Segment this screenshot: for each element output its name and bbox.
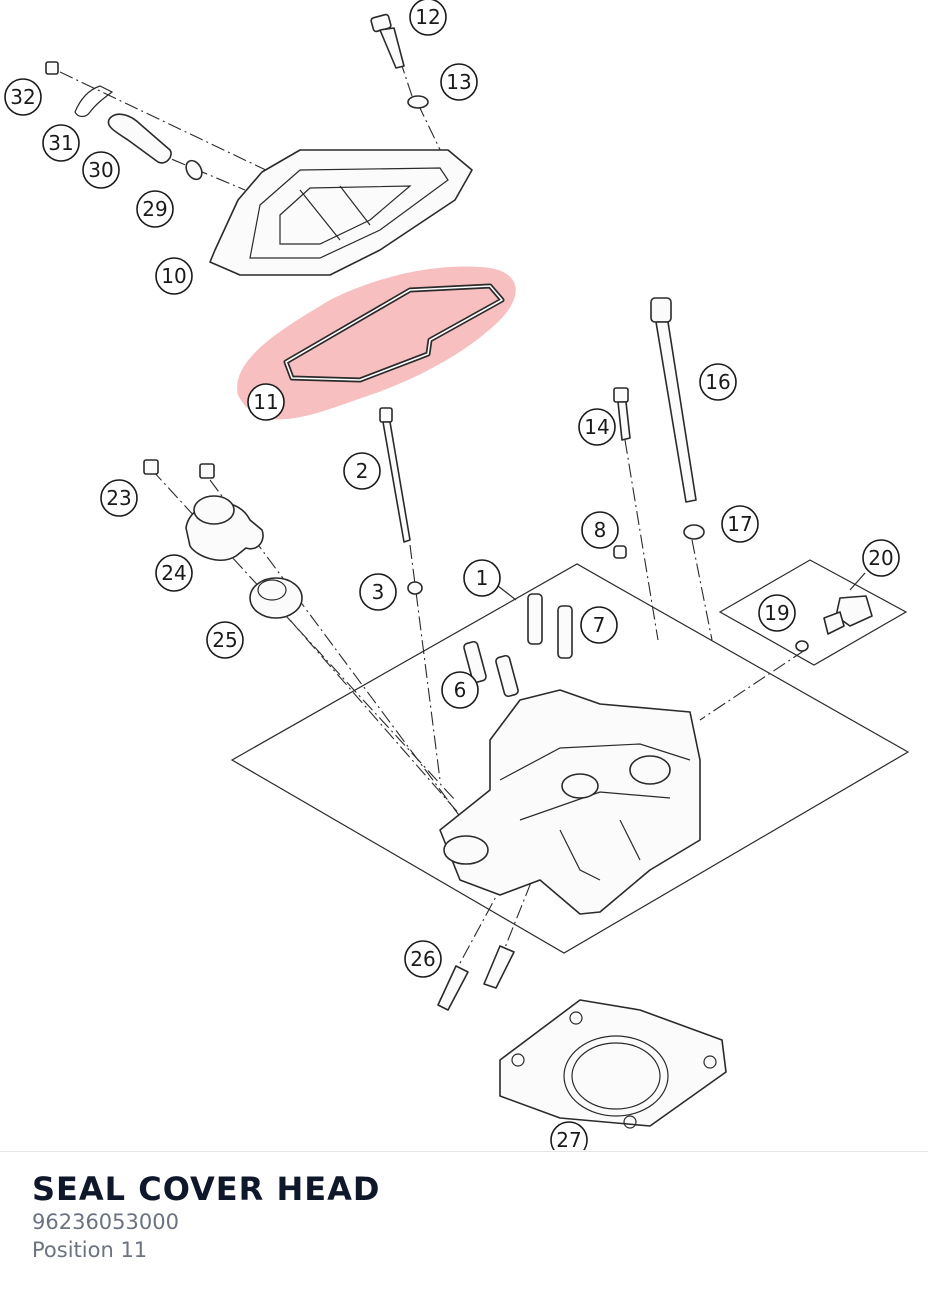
cylinder-head-frame bbox=[230, 563, 910, 954]
callout-11-label: 11 bbox=[253, 390, 278, 414]
valve-cover-10[interactable] bbox=[209, 149, 473, 276]
callout-29[interactable]: 29 bbox=[136, 190, 174, 228]
seal-cover-head-11[interactable] bbox=[283, 283, 505, 383]
callout-6-label: 6 bbox=[454, 678, 467, 702]
selected-part-highlight bbox=[237, 266, 516, 420]
callout-32-label: 32 bbox=[10, 85, 35, 109]
callout-19[interactable]: 19 bbox=[758, 594, 796, 632]
callout-7[interactable]: 7 bbox=[580, 606, 618, 644]
callout-16-label: 16 bbox=[705, 370, 730, 394]
pin-8[interactable] bbox=[613, 545, 627, 559]
thermostat-25[interactable] bbox=[249, 577, 303, 619]
washer-3[interactable] bbox=[407, 581, 423, 595]
callout-23[interactable]: 23 bbox=[100, 479, 138, 517]
bolt-2[interactable] bbox=[379, 407, 411, 543]
callout-32[interactable]: 32 bbox=[4, 78, 42, 116]
part-position: Position 11 bbox=[32, 1238, 148, 1262]
callout-24-label: 24 bbox=[161, 561, 186, 585]
callout-26[interactable]: 26 bbox=[404, 940, 442, 978]
callout-31[interactable]: 31 bbox=[42, 124, 80, 162]
footer-divider bbox=[0, 1151, 928, 1152]
callout-26-label: 26 bbox=[410, 947, 435, 971]
bolt-14[interactable] bbox=[613, 387, 631, 441]
valve-guides-7[interactable] bbox=[527, 593, 573, 659]
callout-1[interactable]: 1 bbox=[463, 559, 501, 597]
head-gasket-27[interactable] bbox=[499, 999, 727, 1129]
callout-14[interactable]: 14 bbox=[578, 408, 616, 446]
part-title: SEAL COVER HEAD bbox=[32, 1170, 381, 1208]
callout-10[interactable]: 10 bbox=[155, 257, 193, 295]
bolt-bracket-32[interactable] bbox=[45, 61, 114, 118]
callout-20-label: 20 bbox=[868, 546, 893, 570]
callout-16[interactable]: 16 bbox=[699, 363, 737, 401]
sensor-frame bbox=[718, 559, 908, 666]
callout-8[interactable]: 8 bbox=[581, 511, 619, 549]
callout-13[interactable]: 13 bbox=[440, 63, 478, 101]
callout-12[interactable]: 12 bbox=[409, 0, 447, 36]
callout-10-label: 10 bbox=[161, 264, 186, 288]
bolt-16[interactable] bbox=[650, 297, 697, 503]
callout-25-label: 25 bbox=[212, 628, 237, 652]
callout-leaders bbox=[497, 572, 866, 601]
callout-19-label: 19 bbox=[764, 601, 789, 625]
callout-1-label: 1 bbox=[476, 566, 489, 590]
breather-fitting-30-31[interactable] bbox=[107, 113, 205, 182]
part-info-panel bbox=[0, 1152, 928, 1290]
callout-3[interactable]: 3 bbox=[359, 573, 397, 611]
callout-7-label: 7 bbox=[593, 613, 606, 637]
callout-29-label: 29 bbox=[142, 197, 167, 221]
bolt-12[interactable] bbox=[370, 13, 405, 69]
callout-6[interactable]: 6 bbox=[441, 671, 479, 709]
callout-17-label: 17 bbox=[727, 512, 752, 536]
exploded-parts-diagram[interactable]: 12 13 32 31 30 29 10 11 16 14 2 23 17 8 … bbox=[0, 0, 928, 1150]
callout-27-label: 27 bbox=[556, 1128, 581, 1150]
callout-20[interactable]: 20 bbox=[862, 539, 900, 577]
callout-11[interactable]: 11 bbox=[247, 383, 285, 421]
valve-guides-6[interactable] bbox=[463, 640, 519, 698]
callout-23-label: 23 bbox=[106, 486, 131, 510]
dowel-pins-26[interactable] bbox=[437, 945, 515, 1011]
callout-24[interactable]: 24 bbox=[155, 554, 193, 592]
callout-3-label: 3 bbox=[372, 580, 385, 604]
callout-14-label: 14 bbox=[584, 415, 609, 439]
cylinder-head-1[interactable] bbox=[439, 689, 701, 915]
callout-2-label: 2 bbox=[356, 459, 369, 483]
callout-30[interactable]: 30 bbox=[82, 151, 120, 189]
callout-2[interactable]: 2 bbox=[343, 452, 381, 490]
callout-31-label: 31 bbox=[48, 131, 73, 155]
thermostat-housing-24[interactable] bbox=[143, 459, 264, 561]
callout-8-label: 8 bbox=[594, 518, 607, 542]
callout-12-label: 12 bbox=[415, 5, 440, 29]
temperature-sensor-19[interactable] bbox=[795, 595, 873, 652]
callout-27[interactable]: 27 bbox=[550, 1121, 588, 1150]
callout-30-label: 30 bbox=[88, 158, 113, 182]
washer-17[interactable] bbox=[683, 524, 705, 540]
washer-13[interactable] bbox=[407, 95, 429, 109]
callout-13-label: 13 bbox=[446, 70, 471, 94]
callout-25[interactable]: 25 bbox=[206, 621, 244, 659]
part-number: 96236053000 bbox=[32, 1210, 179, 1234]
callout-17[interactable]: 17 bbox=[721, 505, 759, 543]
